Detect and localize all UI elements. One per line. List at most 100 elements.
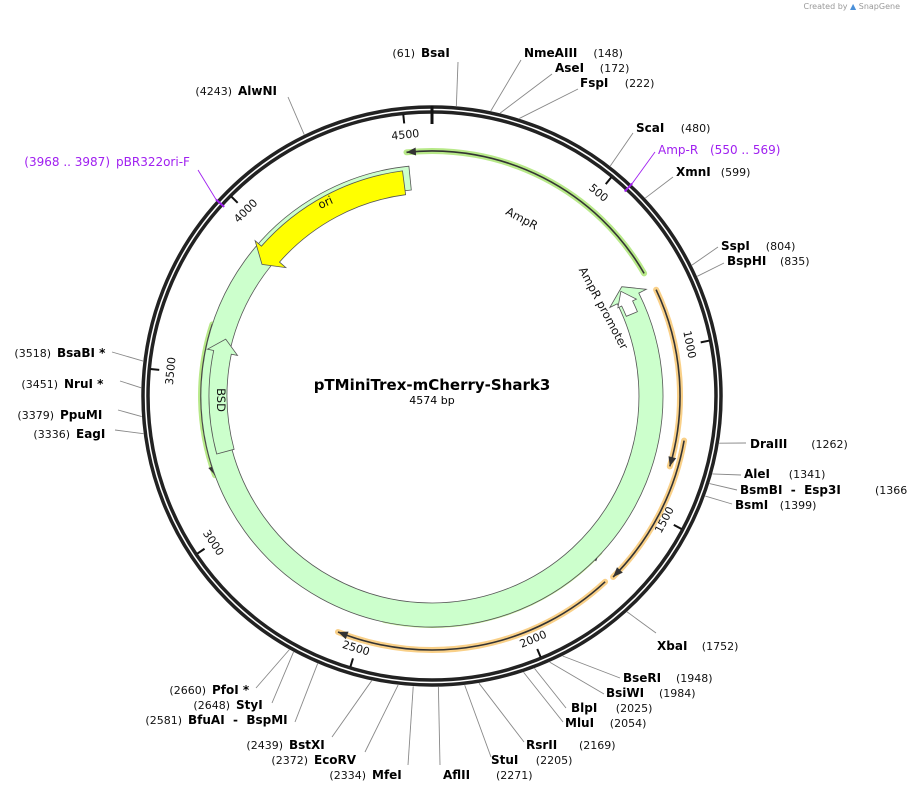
- enzyme-name[interactable]: AlwNI: [238, 84, 277, 98]
- enzyme-site[interactable]: DraIII(1262): [750, 437, 848, 451]
- connector-line: [490, 59, 522, 112]
- enzyme-name[interactable]: BsiWI: [606, 686, 644, 700]
- enzyme-site[interactable]: PfoI *(2660): [169, 683, 249, 697]
- enzyme-site[interactable]: BsaBI *(3518): [14, 346, 106, 360]
- enzyme-site[interactable]: BseRI (1948): [623, 671, 713, 685]
- enzyme-name[interactable]: BfuAI - BspMI: [188, 713, 288, 727]
- primer-name[interactable]: pBR322ori-F: [116, 155, 190, 169]
- enzyme-name[interactable]: BsmBI - Esp3I: [740, 483, 841, 497]
- enzyme-site[interactable]: AleI (1341): [744, 467, 825, 481]
- connector-line: [437, 686, 441, 766]
- enzyme-name[interactable]: AflII: [443, 768, 470, 782]
- enzyme-position: (4243): [195, 85, 232, 98]
- connector-line: [478, 682, 525, 743]
- enzyme-name[interactable]: RsrII: [526, 738, 557, 752]
- snapgene-credit: Created by ▲ SnapGene: [803, 2, 900, 11]
- connector-line: [331, 680, 373, 738]
- primer-site[interactable]: Amp-R(550 .. 569): [658, 143, 780, 157]
- enzyme-site[interactable]: NruI *(3451): [21, 377, 104, 391]
- feature-ori[interactable]: [254, 170, 407, 269]
- enzyme-site[interactable]: BsmI(1399): [735, 498, 816, 512]
- primer-connector: [197, 169, 217, 200]
- orf-line[interactable]: [612, 440, 685, 578]
- enzyme-site[interactable]: BsmBI - Esp3I(1366): [740, 483, 908, 497]
- enzyme-site[interactable]: BstXI(2439): [246, 738, 324, 752]
- enzyme-site[interactable]: FspI(222): [580, 76, 654, 90]
- enzyme-site[interactable]: MfeI (2334): [329, 768, 401, 782]
- enzyme-name[interactable]: BsmI: [735, 498, 768, 512]
- tick-mark: [349, 658, 354, 668]
- enzyme-site[interactable]: BsiWI(1984): [606, 686, 696, 700]
- enzyme-site[interactable]: StuI(2205): [491, 753, 572, 767]
- orf-line[interactable]: [655, 289, 681, 467]
- enzyme-site[interactable]: BsaI(61): [392, 46, 449, 60]
- enzyme-name[interactable]: BstXI: [289, 738, 325, 752]
- enzyme-name[interactable]: PfoI *: [212, 683, 250, 697]
- primer-connector: [631, 151, 656, 184]
- enzyme-site[interactable]: StyI (2648): [193, 698, 262, 712]
- primer-name[interactable]: Amp-R: [658, 143, 698, 157]
- enzyme-site[interactable]: PpuMI (3379): [17, 408, 102, 422]
- enzyme-name[interactable]: XbaI: [657, 639, 687, 653]
- enzyme-site[interactable]: AseI(172): [555, 61, 629, 75]
- enzyme-name[interactable]: PpuMI: [60, 408, 102, 422]
- enzyme-name[interactable]: StyI: [236, 698, 263, 712]
- enzyme-name[interactable]: BspHI: [727, 254, 766, 268]
- enzyme-name[interactable]: BseRI: [623, 671, 661, 685]
- enzyme-name[interactable]: BsaI: [421, 46, 450, 60]
- enzyme-site[interactable]: MluI(2054): [565, 716, 646, 730]
- primer-range: (3968 .. 3987): [24, 155, 110, 169]
- enzyme-position: (3379): [17, 409, 54, 422]
- enzyme-site[interactable]: EagI (3336): [33, 427, 105, 441]
- enzyme-site[interactable]: BspHI(835): [727, 254, 810, 268]
- enzyme-site[interactable]: NmeAIII(148): [524, 46, 623, 60]
- enzyme-position: (2648): [193, 699, 230, 712]
- enzyme-name[interactable]: FspI: [580, 76, 608, 90]
- enzyme-name[interactable]: SspI: [721, 239, 750, 253]
- primer-mark[interactable]: [623, 182, 633, 193]
- enzyme-site[interactable]: RsrII (2169): [526, 738, 616, 752]
- enzyme-site[interactable]: XmnI(599): [676, 165, 750, 179]
- enzyme-name[interactable]: DraIII: [750, 437, 787, 451]
- enzyme-site[interactable]: SspI(804): [721, 239, 795, 253]
- enzyme-name[interactable]: BlpI: [571, 701, 597, 715]
- feature-ampr-promoter[interactable]: [617, 290, 638, 317]
- orf-line[interactable]: [406, 150, 645, 274]
- enzyme-site[interactable]: BfuAI - BspMI(2581): [145, 713, 287, 727]
- feature-ampr[interactable]: [200, 165, 664, 628]
- enzyme-site[interactable]: EcoRV(2372): [271, 753, 356, 767]
- enzyme-position: (1752): [702, 640, 739, 653]
- orf-arrowhead-icon: [406, 147, 417, 156]
- enzyme-site[interactable]: ScaI(480): [636, 121, 710, 135]
- enzyme-position: (1948): [676, 672, 713, 685]
- enzyme-name[interactable]: BsaBI *: [57, 346, 106, 360]
- enzyme-name[interactable]: MfeI: [372, 768, 402, 782]
- connector-line: [534, 668, 567, 709]
- enzyme-name[interactable]: EcoRV: [314, 753, 357, 767]
- enzyme-name[interactable]: NruI *: [64, 377, 104, 391]
- enzyme-name[interactable]: ScaI: [636, 121, 664, 135]
- orf-line[interactable]: [337, 581, 606, 651]
- enzyme-name[interactable]: AleI: [744, 467, 770, 481]
- snapgene-logo-icon: ▲: [850, 2, 857, 11]
- enzyme-name[interactable]: NmeAIII: [524, 46, 577, 60]
- primer-mark[interactable]: [215, 198, 225, 208]
- enzyme-position: (1341): [789, 468, 826, 481]
- enzyme-name[interactable]: AseI: [555, 61, 584, 75]
- enzyme-position: (3336): [33, 428, 70, 441]
- enzyme-site[interactable]: AflII(2271): [443, 768, 533, 782]
- enzyme-site[interactable]: XbaI (1752): [657, 639, 738, 653]
- enzyme-name[interactable]: EagI: [76, 427, 105, 441]
- primer-site[interactable]: pBR322ori-F (3968 .. 3987): [24, 155, 190, 169]
- feature-bsd[interactable]: [206, 338, 239, 455]
- enzyme-name[interactable]: StuI: [491, 753, 518, 767]
- enzyme-position: (2334): [329, 769, 366, 782]
- tick-mark: [402, 114, 406, 124]
- enzyme-site[interactable]: AlwNI (4243): [195, 84, 277, 98]
- credit-brand: SnapGene: [858, 2, 900, 11]
- enzyme-position: (2169): [579, 739, 616, 752]
- enzyme-name[interactable]: XmnI: [676, 165, 711, 179]
- enzyme-name[interactable]: MluI: [565, 716, 594, 730]
- enzyme-site[interactable]: BlpI(2025): [571, 701, 652, 715]
